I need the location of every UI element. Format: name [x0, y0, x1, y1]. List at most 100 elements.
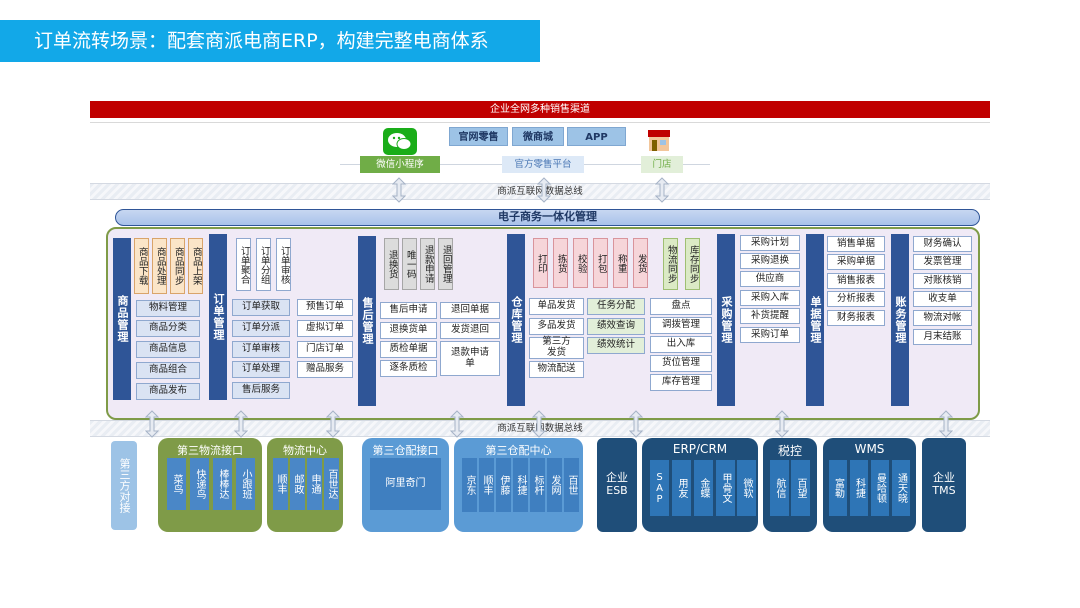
product-item[interactable]: 物料管理 — [136, 300, 200, 317]
aftersale-item[interactable]: 退款申请单 — [440, 341, 500, 376]
module-account[interactable]: 账务管理 — [891, 234, 909, 406]
order-item[interactable]: 订单获取 — [232, 299, 290, 316]
warehouse-center-item[interactable]: 发网 — [547, 458, 562, 512]
purchase-item[interactable]: 补货提醒 — [740, 308, 800, 324]
order-item[interactable]: 订单审核 — [232, 341, 290, 358]
module-product[interactable]: 商品管理 — [113, 238, 131, 400]
tax-item[interactable]: 航信 — [770, 460, 789, 516]
channel-app[interactable]: APP — [567, 127, 626, 146]
warehouse-center-item[interactable]: 京东 — [462, 458, 477, 512]
product-top-cell[interactable]: 商品上架 — [188, 238, 203, 294]
wms-item[interactable]: 通天晓 — [892, 460, 910, 516]
warehouse-item[interactable]: 盘点 — [650, 298, 712, 315]
warehouse-top-cell[interactable]: 打包 — [593, 238, 608, 288]
order-top-cell[interactable]: 订单分组 — [256, 238, 271, 291]
product-item[interactable]: 商品组合 — [136, 362, 200, 379]
aftersale-item[interactable]: 退换货单 — [380, 322, 437, 339]
order-item[interactable]: 虚拟订单 — [297, 320, 353, 337]
logistics-interface-item[interactable]: 菜鸟 — [167, 458, 186, 510]
purchase-item[interactable]: 采购退换 — [740, 253, 800, 269]
account-item[interactable]: 物流对帐 — [913, 310, 972, 326]
erp-item[interactable]: 金蝶 — [694, 460, 713, 516]
product-top-cell[interactable]: 商品处理 — [152, 238, 167, 294]
account-item[interactable]: 收支单 — [913, 291, 972, 307]
logistics-center-item[interactable]: 邮政 — [290, 458, 305, 510]
warehouse-top-cell[interactable]: 校验 — [573, 238, 588, 288]
document-item[interactable]: 销售报表 — [827, 273, 885, 289]
product-item[interactable]: 商品发布 — [136, 383, 200, 400]
wms-item[interactable]: 科捷 — [850, 460, 868, 516]
purchase-item[interactable]: 采购计划 — [740, 235, 800, 251]
third-party-integration[interactable]: 第三方对接 — [111, 441, 137, 530]
account-item[interactable]: 财务确认 — [913, 236, 972, 252]
warehouse-center-item[interactable]: 标杆 — [530, 458, 545, 512]
enterprise-tms[interactable]: 企业TMS — [922, 438, 966, 532]
purchase-item[interactable]: 采购入库 — [740, 290, 800, 306]
warehouse-item[interactable]: 绩效统计 — [587, 337, 645, 354]
erp-item[interactable]: SAP — [650, 460, 669, 516]
account-item[interactable]: 月末结账 — [913, 329, 972, 345]
channel-official-retail[interactable]: 官网零售 — [449, 127, 508, 146]
account-item[interactable]: 对账核销 — [913, 273, 972, 289]
warehouse-item[interactable]: 调拨管理 — [650, 317, 712, 334]
product-top-cell[interactable]: 商品下载 — [134, 238, 149, 294]
order-item[interactable]: 售后服务 — [232, 382, 290, 399]
aftersale-top-cell[interactable]: 退换货 — [384, 238, 399, 290]
order-item[interactable]: 赠品服务 — [297, 361, 353, 378]
logistics-interface-item[interactable]: 快递鸟 — [190, 458, 209, 510]
warehouse-center-item[interactable]: 伊藤 — [496, 458, 511, 512]
warehouse-item[interactable]: 单品发货 — [529, 298, 584, 315]
warehouse-item[interactable]: 库存管理 — [650, 374, 712, 391]
warehouse-item[interactable]: 物流配送 — [529, 361, 584, 378]
enterprise-esb[interactable]: 企业ESB — [597, 438, 637, 532]
module-purchase[interactable]: 采购管理 — [717, 234, 735, 406]
warehouse-top-cell[interactable]: 发货 — [633, 238, 648, 288]
wms-item[interactable]: 曼哈顿 — [871, 460, 889, 516]
warehouse-item[interactable]: 任务分配 — [587, 298, 645, 315]
module-aftersale[interactable]: 售后管理 — [358, 236, 376, 406]
warehouse-top-cell[interactable]: 物流同步 — [663, 238, 678, 290]
erp-item[interactable]: 微软 — [737, 460, 756, 516]
module-warehouse[interactable]: 仓库管理 — [507, 234, 525, 406]
warehouse-center-item[interactable]: 顺丰 — [479, 458, 494, 512]
aftersale-top-cell[interactable]: 退款申请 — [420, 238, 435, 290]
order-top-cell[interactable]: 订单审核 — [276, 238, 291, 291]
order-top-cell[interactable]: 订单聚合 — [236, 238, 251, 291]
warehouse-interface-item[interactable]: 阿里奇门 — [370, 458, 441, 510]
module-order[interactable]: 订单管理 — [209, 234, 227, 400]
document-item[interactable]: 销售单据 — [827, 236, 885, 252]
channel-micro-mall[interactable]: 微商城 — [512, 127, 564, 146]
product-item[interactable]: 商品信息 — [136, 341, 200, 358]
aftersale-item[interactable]: 退回单据 — [440, 302, 500, 319]
warehouse-item[interactable]: 货位管理 — [650, 355, 712, 372]
product-item[interactable]: 商品分类 — [136, 320, 200, 337]
purchase-item[interactable]: 供应商 — [740, 271, 800, 287]
erp-item[interactable]: 甲骨文 — [716, 460, 735, 516]
logistics-center-item[interactable]: 顺丰 — [273, 458, 288, 510]
warehouse-top-cell[interactable]: 库存同步 — [685, 238, 700, 290]
module-document[interactable]: 单据管理 — [806, 234, 824, 406]
document-item[interactable]: 财务报表 — [827, 310, 885, 326]
warehouse-item[interactable]: 出入库 — [650, 336, 712, 353]
purchase-item[interactable]: 采购订单 — [740, 327, 800, 343]
product-top-cell[interactable]: 商品同步 — [170, 238, 185, 294]
order-item[interactable]: 预售订单 — [297, 299, 353, 316]
aftersale-item[interactable]: 质检单据 — [380, 341, 437, 358]
warehouse-item[interactable]: 绩效查询 — [587, 318, 645, 335]
order-item[interactable]: 门店订单 — [297, 341, 353, 358]
document-item[interactable]: 分析报表 — [827, 291, 885, 307]
tax-item[interactable]: 百望 — [791, 460, 810, 516]
warehouse-center-item[interactable]: 科捷 — [513, 458, 528, 512]
aftersale-top-cell[interactable]: 退回管理 — [438, 238, 453, 290]
warehouse-top-cell[interactable]: 打印 — [533, 238, 548, 288]
warehouse-top-cell[interactable]: 称重 — [613, 238, 628, 288]
warehouse-center-item[interactable]: 百世 — [564, 458, 579, 512]
account-item[interactable]: 发票管理 — [913, 254, 972, 270]
warehouse-item[interactable]: 多品发货 — [529, 318, 584, 335]
warehouse-item[interactable]: 第三方发货 — [529, 336, 584, 359]
order-item[interactable]: 订单处理 — [232, 361, 290, 378]
aftersale-item[interactable]: 逐条质检 — [380, 360, 437, 377]
aftersale-item[interactable]: 售后申请 — [380, 302, 437, 319]
logistics-interface-item[interactable]: 棒棒达 — [213, 458, 232, 510]
wms-item[interactable]: 富勒 — [829, 460, 847, 516]
